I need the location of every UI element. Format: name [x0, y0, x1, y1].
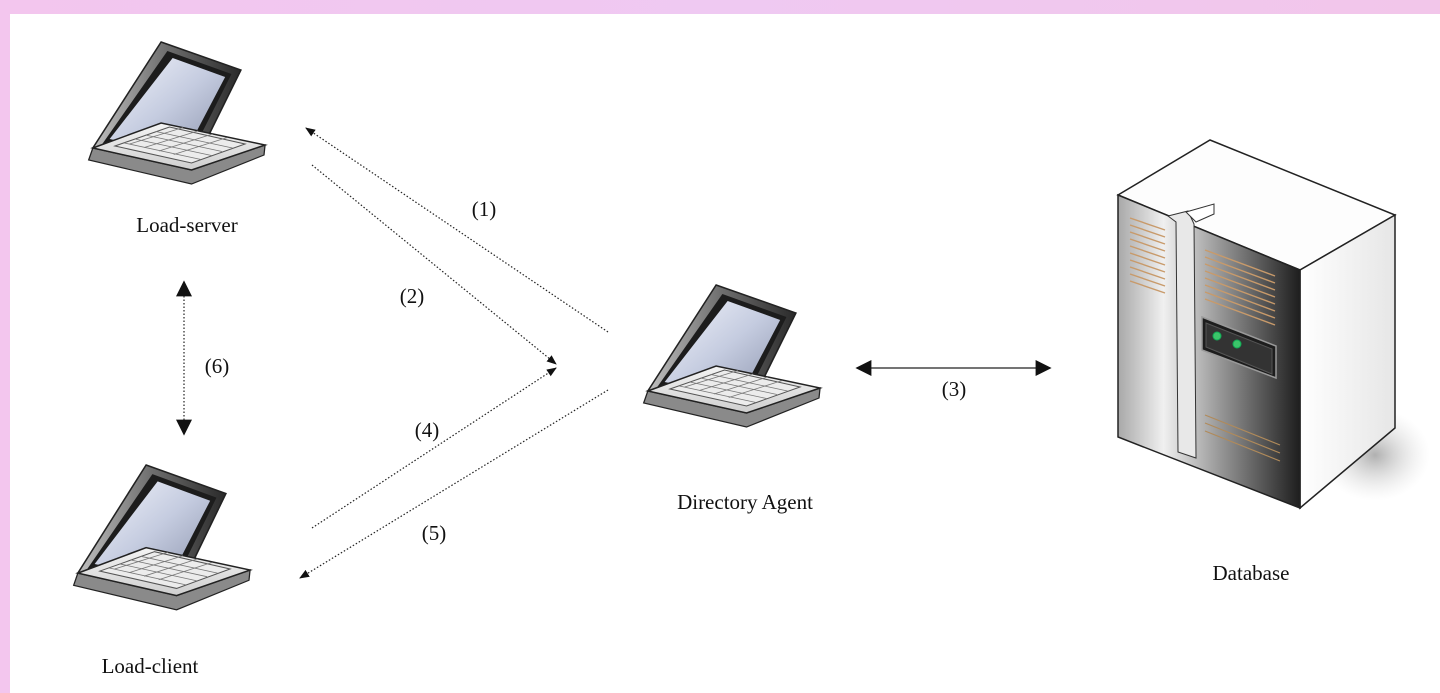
load-server-laptop-icon	[87, 41, 266, 185]
directory-agent-label: Directory Agent	[677, 490, 813, 514]
step-3-label: (3)	[942, 377, 967, 401]
step-5-label: (5)	[422, 521, 447, 545]
step-2-label: (2)	[400, 284, 425, 308]
step-6-label: (6)	[205, 354, 230, 378]
load-client-laptop-icon	[72, 464, 251, 611]
arrow-step-1	[305, 127, 609, 333]
database-label: Database	[1213, 561, 1290, 585]
load-client-label: Load-client	[102, 654, 199, 678]
arrow-step-4	[311, 367, 557, 529]
connectors	[176, 127, 609, 579]
step-4-label: (4)	[415, 418, 440, 442]
arrow-step-5	[299, 389, 609, 579]
directory-agent-laptop-icon	[642, 284, 821, 428]
load-server-label: Load-server	[136, 213, 237, 237]
arrow-step-2	[311, 164, 557, 365]
step-1-label: (1)	[472, 197, 497, 221]
database-server-icon	[1116, 139, 1430, 510]
